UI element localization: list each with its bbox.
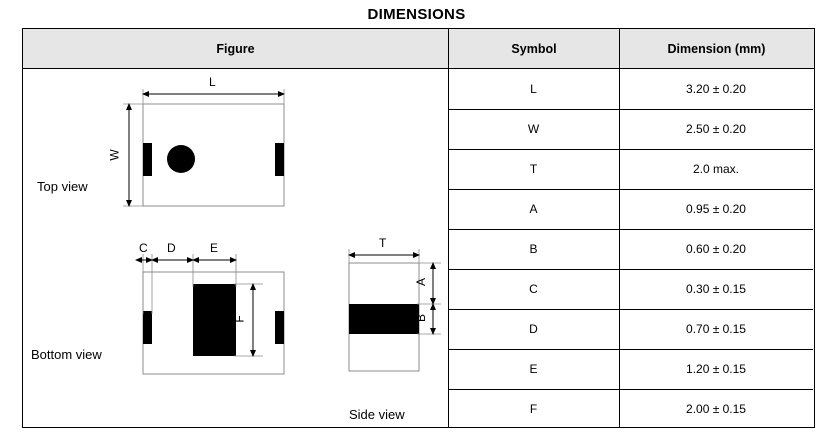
row-divider [448, 229, 813, 230]
callout-E: E [210, 241, 219, 255]
cell-dimension: 2.00 ± 0.15 [686, 402, 746, 416]
bottom-view-center-pad [193, 284, 236, 356]
figure-drawings: Top view Bottom view Side view L W C D E… [23, 69, 448, 427]
column-header-figure: Figure [216, 42, 255, 56]
cell-dimension: 0.70 ± 0.15 [686, 322, 746, 336]
cell-symbol: E [529, 362, 538, 376]
callout-F: F [232, 315, 247, 323]
table-row: B 0.60 ± 0.20 [448, 229, 813, 269]
bottom-view-terminal-left [143, 311, 152, 344]
side-view-drawing [348, 249, 441, 372]
top-view-drawing [123, 89, 285, 207]
callout-A: A [414, 277, 429, 287]
cell-dimension: 1.20 ± 0.15 [686, 362, 746, 376]
cell-symbol: A [529, 202, 538, 216]
table-row: D 0.70 ± 0.15 [448, 309, 813, 349]
package-outline-drawing [123, 89, 441, 375]
label-top-view: Top view [37, 179, 88, 194]
table-row: L 3.20 ± 0.20 [448, 69, 813, 109]
callout-W: W [107, 149, 122, 161]
table-header-row: Figure Symbol Dimension (mm) [23, 29, 814, 69]
cell-symbol: W [527, 122, 540, 136]
cell-symbol: B [529, 242, 538, 256]
top-view-body [142, 103, 285, 207]
table-row: A 0.95 ± 0.20 [448, 189, 813, 229]
table-row: F 2.00 ± 0.15 [448, 389, 813, 429]
row-divider [448, 149, 813, 150]
label-side-view: Side view [349, 407, 405, 422]
cell-dimension: 0.30 ± 0.15 [686, 282, 746, 296]
cell-dimension: 0.60 ± 0.20 [686, 242, 746, 256]
row-divider [448, 189, 813, 190]
cell-symbol: L [530, 82, 537, 96]
callout-C: C [139, 241, 148, 255]
row-divider [448, 349, 813, 350]
row-divider [448, 389, 813, 390]
table-row: T 2.0 max. [448, 149, 813, 189]
callout-B: B [414, 313, 429, 323]
table-row: W 2.50 ± 0.20 [448, 109, 813, 149]
bottom-view-drawing [135, 254, 285, 375]
callout-L: L [209, 75, 216, 89]
page-title: DIMENSIONS [367, 6, 466, 23]
cell-dimension: 3.20 ± 0.20 [686, 82, 746, 96]
cell-dimension: 2.0 max. [692, 162, 740, 176]
column-divider-2 [619, 69, 620, 427]
column-divider-1 [448, 69, 449, 427]
cell-symbol: T [529, 162, 538, 176]
top-view-polarity-dot [167, 145, 195, 173]
cell-symbol: F [529, 402, 538, 416]
dimensions-table: Figure Symbol Dimension (mm) L 3.20 ± 0.… [22, 28, 815, 428]
column-header-symbol: Symbol [448, 29, 619, 69]
column-header-dimension: Dimension (mm) [619, 29, 813, 69]
side-view-terminal-band [349, 304, 419, 334]
callout-T: T [379, 236, 387, 250]
top-view-terminal-right [275, 143, 284, 176]
row-divider [448, 309, 813, 310]
cell-dimension: 2.50 ± 0.20 [686, 122, 746, 136]
label-bottom-view: Bottom view [31, 347, 102, 362]
cell-symbol: D [529, 322, 538, 336]
cell-dimension: 0.95 ± 0.20 [686, 202, 746, 216]
bottom-view-terminal-right [275, 311, 284, 344]
table-row: E 1.20 ± 0.15 [448, 349, 813, 389]
top-view-terminal-left [143, 143, 152, 176]
row-divider [448, 269, 813, 270]
callout-D: D [167, 241, 176, 255]
table-row: C 0.30 ± 0.15 [448, 269, 813, 309]
row-divider [448, 109, 813, 110]
cell-symbol: C [529, 282, 538, 296]
